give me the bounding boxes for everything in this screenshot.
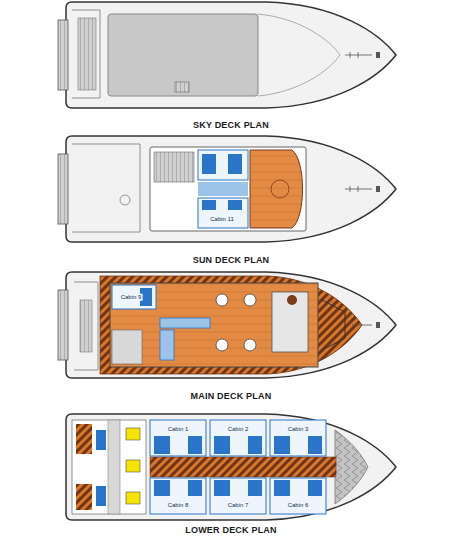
deck-caption: MAIN DECK PLAN — [191, 392, 272, 402]
cabin-label: Cabin 3 — [287, 426, 310, 433]
cabin-rooms — [150, 420, 326, 514]
bunks — [154, 436, 322, 496]
cabin-label: Cabin 6 — [287, 502, 310, 509]
cabin-label: Cabin 1 — [167, 426, 190, 433]
sun-deck — [58, 136, 396, 242]
deck-caption: SKY DECK PLAN — [193, 121, 269, 131]
cabin-label: Cabin 7 — [227, 502, 250, 509]
lower-deck — [66, 414, 396, 520]
cabin-label: Cabin 2 — [227, 426, 250, 433]
cabin-label: Cabin 9 — [120, 294, 143, 301]
sky-deck — [58, 2, 396, 108]
cabin-label: Cabin 8 — [167, 502, 190, 509]
main-deck — [58, 272, 396, 378]
deck-caption: LOWER DECK PLAN — [185, 526, 277, 536]
deck-caption: SUN DECK PLAN — [193, 256, 270, 266]
cabin-label: Cabin 11 — [209, 216, 235, 223]
